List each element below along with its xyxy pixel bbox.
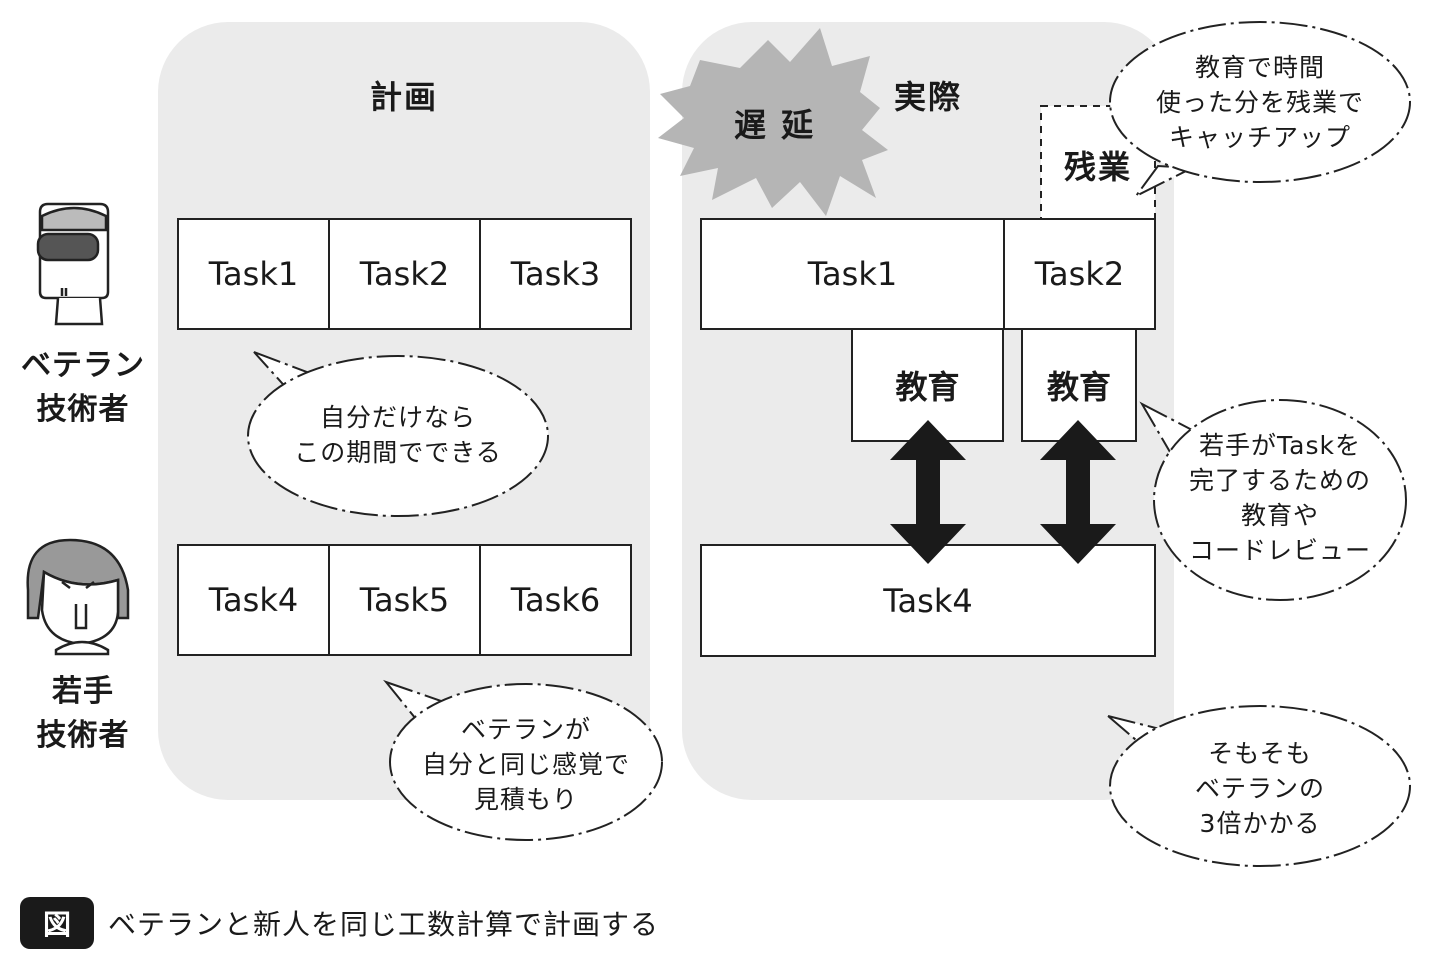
actual-title: 実際 [894, 78, 963, 116]
plan-task-box: Task1 [177, 218, 330, 330]
plan-veteran-bubble-text: 自分だけならこの期間でできる [294, 403, 502, 467]
figure-badge: 図 [20, 897, 94, 949]
veteran-role-label: ベテラン技術者 [21, 348, 145, 427]
plan-junior-bubble-text: ベテランが自分と同じ感覚で見積もり [421, 715, 630, 814]
plan-task-box: Task3 [479, 218, 632, 330]
plan-task-box: Task4 [177, 544, 330, 656]
double-arrow-icon [890, 420, 966, 564]
figure-caption: 図 ベテランと新人を同じ工数計算で計画する [20, 895, 659, 951]
overtime-bubble-text: 教育で時間使った分を残業でキャッチアップ [1155, 53, 1364, 152]
junior-role-label: 若手技術者 [36, 674, 130, 753]
double-arrow-icon [1040, 420, 1116, 564]
caption-text: ベテランと新人を同じ工数計算で計画する [108, 908, 660, 941]
plan-task-box: Task2 [328, 218, 481, 330]
overtime-label: 残業 [1064, 148, 1133, 186]
veteran-figure [36, 202, 110, 326]
delay-burst-shape [658, 28, 888, 216]
plan-task-box: Task6 [479, 544, 632, 656]
delay-label: 遅 延 [734, 106, 816, 144]
actual-task-box: Task2 [1003, 218, 1156, 330]
education-bubble-text: 若手がTaskを完了するための教育やコードレビュー [1188, 431, 1371, 565]
plan-title: 計画 [370, 78, 439, 116]
junior-figure [26, 538, 130, 656]
